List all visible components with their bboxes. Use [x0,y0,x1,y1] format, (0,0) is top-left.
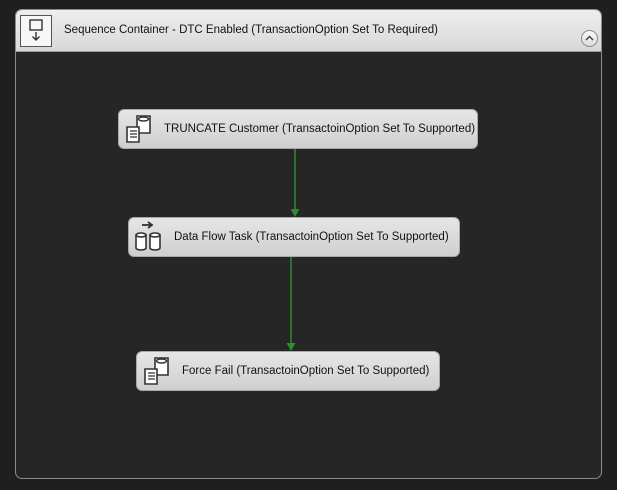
task-label: Force Fail (TransactoinOption Set To Sup… [182,365,430,377]
task-truncate-customer[interactable]: TRUNCATE Customer (TransactoinOption Set… [118,109,478,149]
precedence-constraint-2[interactable] [286,257,296,351]
data-flow-task-icon [133,221,165,253]
execute-sql-task-icon [123,113,155,145]
sequence-container-header[interactable]: Sequence Container - DTC Enabled (Transa… [16,10,601,52]
task-force-fail[interactable]: Force Fail (TransactoinOption Set To Sup… [136,351,440,391]
sequence-container-title: Sequence Container - DTC Enabled (Transa… [64,24,438,36]
execute-sql-task-icon [141,355,173,387]
sequence-container[interactable]: Sequence Container - DTC Enabled (Transa… [15,9,602,479]
collapse-button[interactable] [581,30,598,47]
precedence-constraint-1[interactable] [290,149,300,217]
task-data-flow[interactable]: Data Flow Task (TransactoinOption Set To… [128,217,460,257]
task-label: Data Flow Task (TransactoinOption Set To… [174,231,449,243]
task-label: TRUNCATE Customer (TransactoinOption Set… [164,123,476,135]
sequence-container-icon [20,15,52,47]
chevron-up-icon [585,35,594,41]
